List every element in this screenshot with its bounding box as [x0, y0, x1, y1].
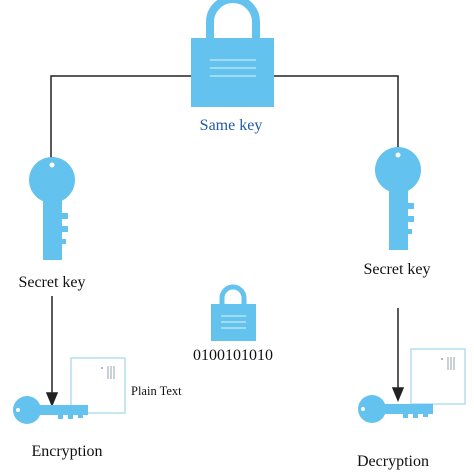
- right-arrow-head: [391, 387, 405, 402]
- same-key-padlock-icon: [191, 0, 274, 107]
- plain-text-label: Plain Text: [131, 384, 182, 398]
- line-lock-to-left-key: [50, 75, 191, 160]
- left-plaintext-document-icon: [70, 357, 126, 414]
- arrows: [45, 296, 405, 407]
- ciphertext-padlock-icon: [211, 284, 256, 341]
- left-arrow-head: [45, 392, 59, 407]
- decryption-label: Decryption: [357, 453, 429, 470]
- right-secret-key-icon: [375, 147, 421, 250]
- connector-lines: [50, 75, 399, 160]
- decryption-key-icon: [358, 395, 433, 423]
- line-lock-to-right-key: [274, 75, 399, 148]
- right-secret-key-label: Secret key: [363, 261, 430, 278]
- left-secret-key-label: Secret key: [18, 274, 85, 291]
- encryption-label: Encryption: [31, 443, 102, 460]
- binary-ciphertext-label: 0100101010: [193, 347, 273, 364]
- left-secret-key-icon: [29, 157, 75, 260]
- same-key-label: Same key: [200, 117, 263, 134]
- right-plaintext-document-icon: [410, 348, 466, 405]
- encryption-key-icon: [13, 396, 88, 424]
